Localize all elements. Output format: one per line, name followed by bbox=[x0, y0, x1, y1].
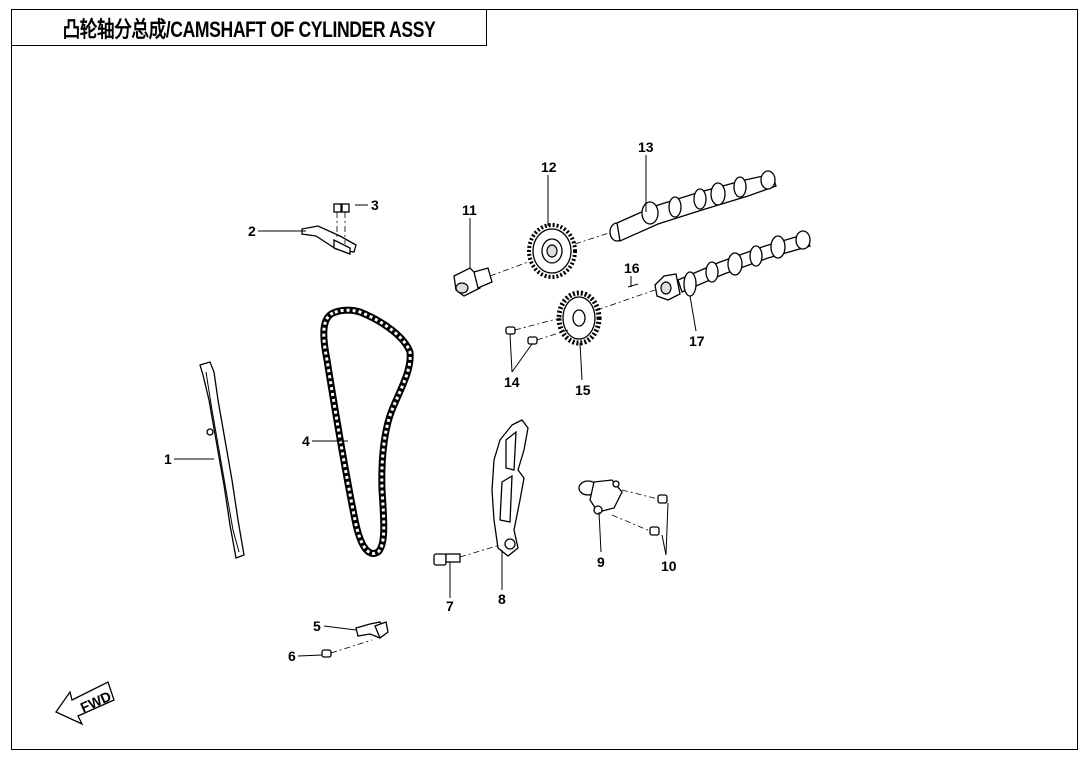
label-15: 15 bbox=[575, 382, 591, 398]
part-3-screws bbox=[333, 203, 350, 244]
drawing-frame bbox=[11, 9, 1078, 750]
title-box: 凸轮轴分总成/CAMSHAFT OF CYLINDER ASSY bbox=[11, 9, 487, 46]
label-1: 1 bbox=[164, 451, 172, 467]
leader-lines bbox=[174, 155, 697, 657]
callout-labels: 1 2 3 4 5 6 7 8 9 10 11 12 13 14 15 16 1… bbox=[164, 139, 705, 664]
label-4: 4 bbox=[302, 433, 310, 449]
part-6-bolt bbox=[321, 639, 373, 658]
label-2: 2 bbox=[248, 223, 256, 239]
label-10: 10 bbox=[661, 558, 677, 574]
part-7-pivot-bolt bbox=[433, 544, 501, 566]
part-9-housing bbox=[578, 479, 623, 515]
part-8-tensioner-arm bbox=[491, 419, 529, 557]
label-13: 13 bbox=[638, 139, 654, 155]
part-10-bolts bbox=[611, 489, 668, 536]
part-17-camshaft-lower bbox=[654, 230, 811, 301]
fwd-label: FWD bbox=[78, 688, 114, 716]
part-16-pin bbox=[627, 283, 639, 288]
label-16: 16 bbox=[624, 260, 640, 276]
fwd-arrow-icon: FWD bbox=[55, 681, 115, 726]
part-13-camshaft-upper bbox=[609, 170, 777, 242]
label-9: 9 bbox=[597, 554, 605, 570]
part-11-center-bolt bbox=[453, 261, 529, 297]
part-12-vvt-sprocket bbox=[527, 223, 613, 279]
part-2-guide-plate bbox=[301, 225, 357, 255]
label-8: 8 bbox=[498, 591, 506, 607]
label-6: 6 bbox=[288, 648, 296, 664]
diagram-title: 凸轮轴分总成/CAMSHAFT OF CYLINDER ASSY bbox=[62, 16, 436, 42]
label-14: 14 bbox=[504, 374, 520, 390]
label-17: 17 bbox=[689, 333, 705, 349]
part-4-timing-chain bbox=[320, 306, 414, 557]
label-5: 5 bbox=[313, 618, 321, 634]
label-12: 12 bbox=[541, 159, 557, 175]
label-3: 3 bbox=[371, 197, 379, 213]
label-7: 7 bbox=[446, 598, 454, 614]
label-11: 11 bbox=[462, 202, 477, 218]
part-5-bracket bbox=[355, 621, 389, 640]
part-15-sprocket bbox=[556, 289, 656, 346]
part-14-bolts bbox=[505, 316, 569, 345]
part-1-chain-guide bbox=[199, 361, 245, 559]
